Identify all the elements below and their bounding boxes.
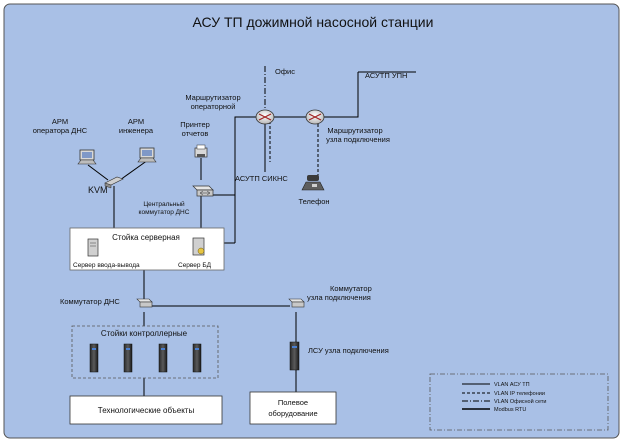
labels: Офис АСУТП УПН Маршрутизатор операторной… xyxy=(33,67,408,418)
label-printer-2: отчетов xyxy=(182,129,209,138)
label-arm-eng-1: АРМ xyxy=(128,117,144,126)
label-central-sw-2: коммутатор ДНС xyxy=(139,209,190,216)
label-central-sw-1: Центральный xyxy=(143,200,185,208)
label-server-db: Сервер БД xyxy=(178,262,212,269)
legend-box xyxy=(429,373,609,431)
label-router-op-2: операторной xyxy=(191,102,236,111)
legend-label-modbus: Modbus RTU xyxy=(494,407,526,413)
label-arm-op-1: АРМ xyxy=(52,117,68,126)
router-connection-icon xyxy=(305,109,325,125)
server-db-icon xyxy=(192,237,205,256)
label-phone: Телефон xyxy=(298,197,329,206)
label-server-io: Сервер ввода-вывода xyxy=(73,262,140,269)
printer-icon xyxy=(194,144,208,158)
controller-rack-icon-1 xyxy=(89,343,99,373)
legend-label-office: VLAN Офисной сети xyxy=(494,398,546,405)
label-lsu: ЛСУ узла подключения xyxy=(308,346,389,355)
kvm-icon xyxy=(104,176,124,189)
label-tech-objects: Технологические объекты xyxy=(98,406,195,415)
legend-lines xyxy=(462,383,490,410)
label-arm-eng-2: инженера xyxy=(119,126,154,135)
label-switch-conn-2: узла подключения xyxy=(307,293,371,302)
controller-rack-icon-4 xyxy=(192,343,202,373)
switch-connection-icon xyxy=(288,298,305,308)
server-io-icon xyxy=(87,238,99,257)
switch-dns-icon xyxy=(136,298,153,308)
label-router-conn-1: Маршрутизатор xyxy=(327,126,382,135)
lsu-rack-icon xyxy=(289,341,300,371)
label-switch-conn-1: Коммутатор xyxy=(330,284,372,293)
label-asutp-upn: АСУТП УПН xyxy=(365,71,407,80)
router-operator-icon xyxy=(255,109,275,125)
label-switch-dns: Коммутатор ДНС xyxy=(60,297,120,306)
controller-rack-icon-2 xyxy=(123,343,133,373)
label-router-conn-2: узла подключения xyxy=(326,135,390,144)
connection-lines xyxy=(87,66,416,396)
label-kvm: KVM xyxy=(88,185,108,195)
legend-label-asutp: VLAN АСУ ТП xyxy=(494,382,530,388)
label-router-op-1: Маршрутизатор xyxy=(185,93,240,102)
workstation-operator-icon xyxy=(77,149,97,165)
label-office: Офис xyxy=(275,67,295,76)
central-switch-icon xyxy=(192,185,214,197)
label-field-2: оборудование xyxy=(268,409,317,418)
label-arm-op-2: оператора ДНС xyxy=(33,126,88,135)
diagram-title: АСУ ТП дожимной насосной станции xyxy=(193,14,434,30)
legend-label-ip: VLAN IP телефонии xyxy=(494,391,545,397)
tech-objects-box xyxy=(69,395,223,425)
label-printer-1: Принтер xyxy=(180,120,210,129)
label-server-rack: Стойка серверная xyxy=(112,233,180,242)
legend-labels: VLAN АСУ ТП VLAN IP телефонии VLAN Офисн… xyxy=(494,382,546,413)
label-asutp-siknc: АСУТП СИКНС xyxy=(235,174,288,183)
label-controller-racks: Стойки контроллерные xyxy=(101,329,188,338)
phone-icon xyxy=(301,175,325,191)
field-equipment-box xyxy=(249,391,337,425)
label-field-1: Полевое xyxy=(278,398,308,407)
controller-rack-icon-3 xyxy=(158,343,168,373)
workstation-engineer-icon xyxy=(137,147,157,163)
